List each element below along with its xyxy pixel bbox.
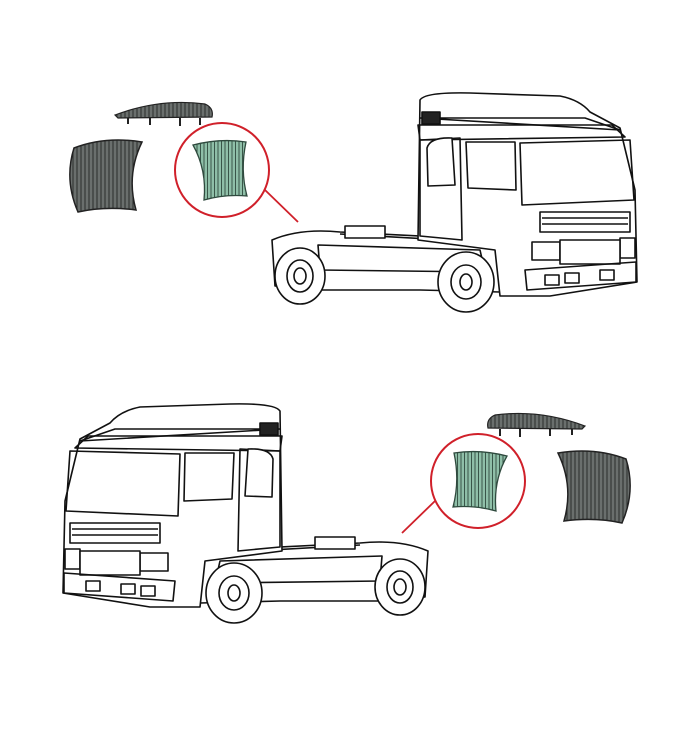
bottom-panel-truck-left [62,402,632,624]
top-panel-truck-right [68,91,639,313]
